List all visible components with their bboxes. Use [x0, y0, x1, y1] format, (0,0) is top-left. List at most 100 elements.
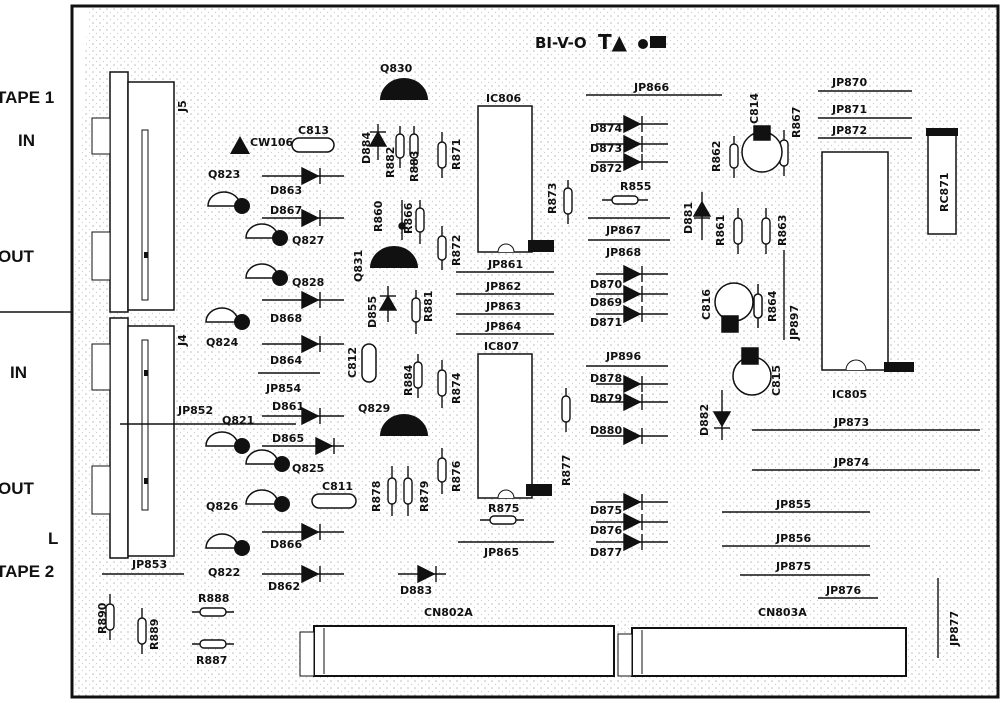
- resistor-r878: [387, 466, 397, 516]
- label-cn803a: CN803A: [758, 606, 807, 619]
- diode-d879: [596, 392, 668, 412]
- diode-d876: [596, 512, 668, 532]
- label-r863: R863: [776, 215, 789, 246]
- label-jp867: JP867: [605, 224, 641, 237]
- label-c813: C813: [298, 124, 329, 137]
- transistor-q830: [380, 78, 428, 100]
- label-r862: R862: [710, 141, 723, 172]
- label-d880: D880: [590, 424, 622, 437]
- label-r876: R876: [450, 460, 463, 492]
- label-d868: D868: [270, 312, 302, 325]
- label-c816: C816: [700, 289, 713, 320]
- label-r881: R881: [422, 291, 435, 322]
- resistor-r881: [411, 290, 421, 334]
- label-d879: D879: [590, 392, 622, 405]
- label-d876: D876: [590, 524, 622, 537]
- capacitor-c812: [361, 343, 377, 383]
- label-jp875: JP875: [775, 560, 811, 573]
- cw106-marker: [230, 136, 250, 154]
- label-ic805: IC805: [832, 388, 867, 401]
- capacitor-c811: [311, 493, 357, 509]
- resistor-r882: [395, 126, 405, 168]
- label-jp872: JP872: [831, 124, 867, 137]
- resistor-r877: [561, 388, 571, 432]
- diode-d871: [596, 304, 668, 324]
- label-r872: R872: [450, 235, 463, 266]
- resistor-r884: [413, 354, 423, 398]
- diode-d869: [596, 284, 668, 304]
- label-d855: D855: [366, 296, 379, 328]
- side-label-in-1: IN: [18, 131, 35, 150]
- label-r887: R887: [196, 654, 227, 667]
- diode-d870: [596, 264, 668, 284]
- label-jp871: JP871: [831, 103, 867, 116]
- diode-d877: [596, 532, 668, 552]
- label-jp852: JP852: [177, 404, 213, 417]
- resistor-r874: [437, 360, 447, 408]
- label-d867: D867: [270, 204, 302, 217]
- label-d873: D873: [590, 142, 622, 155]
- transistor-q828: [245, 263, 288, 286]
- diode-d883: [398, 564, 446, 584]
- label-q826: Q826: [206, 500, 239, 513]
- label-jp873: JP873: [833, 416, 869, 429]
- label-d861: D861: [272, 400, 304, 413]
- label-jp870: JP870: [831, 76, 867, 89]
- resistor-r866: [415, 200, 425, 244]
- side-label-tape1: TAPE 1: [0, 88, 54, 107]
- label-r888: R888: [198, 592, 229, 605]
- label-r884: R884: [402, 364, 415, 396]
- diode-d873: [596, 134, 668, 154]
- resistor-r888: [192, 607, 234, 617]
- label-r889: R889: [148, 619, 161, 650]
- capacitor-c864: [753, 284, 763, 328]
- label-d870: D870: [590, 278, 622, 291]
- label-d862: D862: [268, 580, 300, 593]
- label-r864: R864: [766, 290, 779, 322]
- transistors: [205, 78, 428, 556]
- side-label-l: L: [48, 529, 58, 548]
- label-jp897: JP897: [788, 305, 801, 341]
- label-d874: D874: [590, 122, 622, 135]
- resistor-r887: [192, 639, 234, 649]
- label-d875: D875: [590, 504, 622, 517]
- diode-d864: [262, 334, 344, 354]
- label-q822: Q822: [208, 566, 240, 579]
- diode-d868: [262, 290, 344, 310]
- transistor-q824: [205, 307, 250, 330]
- capacitor-c816: [714, 282, 754, 333]
- rc871-block: [926, 128, 958, 235]
- label-c815: C815: [770, 365, 783, 396]
- connector-j4: [91, 317, 175, 559]
- label-q824: Q824: [206, 336, 239, 349]
- label-jp856: JP856: [775, 532, 811, 545]
- diode-d880: [596, 426, 668, 446]
- label-d872: D872: [590, 162, 622, 175]
- resistor-r879: [403, 466, 413, 516]
- label-c811: C811: [322, 480, 353, 493]
- side-label-in-2: IN: [10, 363, 27, 382]
- diode-d862: [262, 564, 344, 584]
- resistor-r890: [105, 594, 115, 640]
- label-r877: R877: [560, 455, 573, 486]
- transistor-q822: [205, 533, 250, 556]
- resistor-r873: [563, 180, 573, 224]
- label-d864: D864: [270, 354, 302, 367]
- label-jp854: JP854: [265, 382, 301, 395]
- label-d884: D884: [360, 132, 373, 164]
- transistor-q823: [207, 191, 250, 214]
- label-jp865: JP865: [483, 546, 519, 559]
- transistor-q827: [245, 223, 288, 246]
- diode-d872: [596, 152, 668, 172]
- board-title: BI-V-O: [535, 34, 587, 52]
- label-c814: C814: [748, 93, 761, 124]
- label-q829: Q829: [358, 402, 390, 415]
- label-ic806: IC806: [486, 92, 521, 105]
- label-r855: R855: [620, 180, 651, 193]
- label-j5: J5: [176, 100, 189, 113]
- label-cn802a: CN802A: [424, 606, 473, 619]
- jumper-wires: [102, 90, 980, 658]
- label-d881: D881: [682, 202, 695, 234]
